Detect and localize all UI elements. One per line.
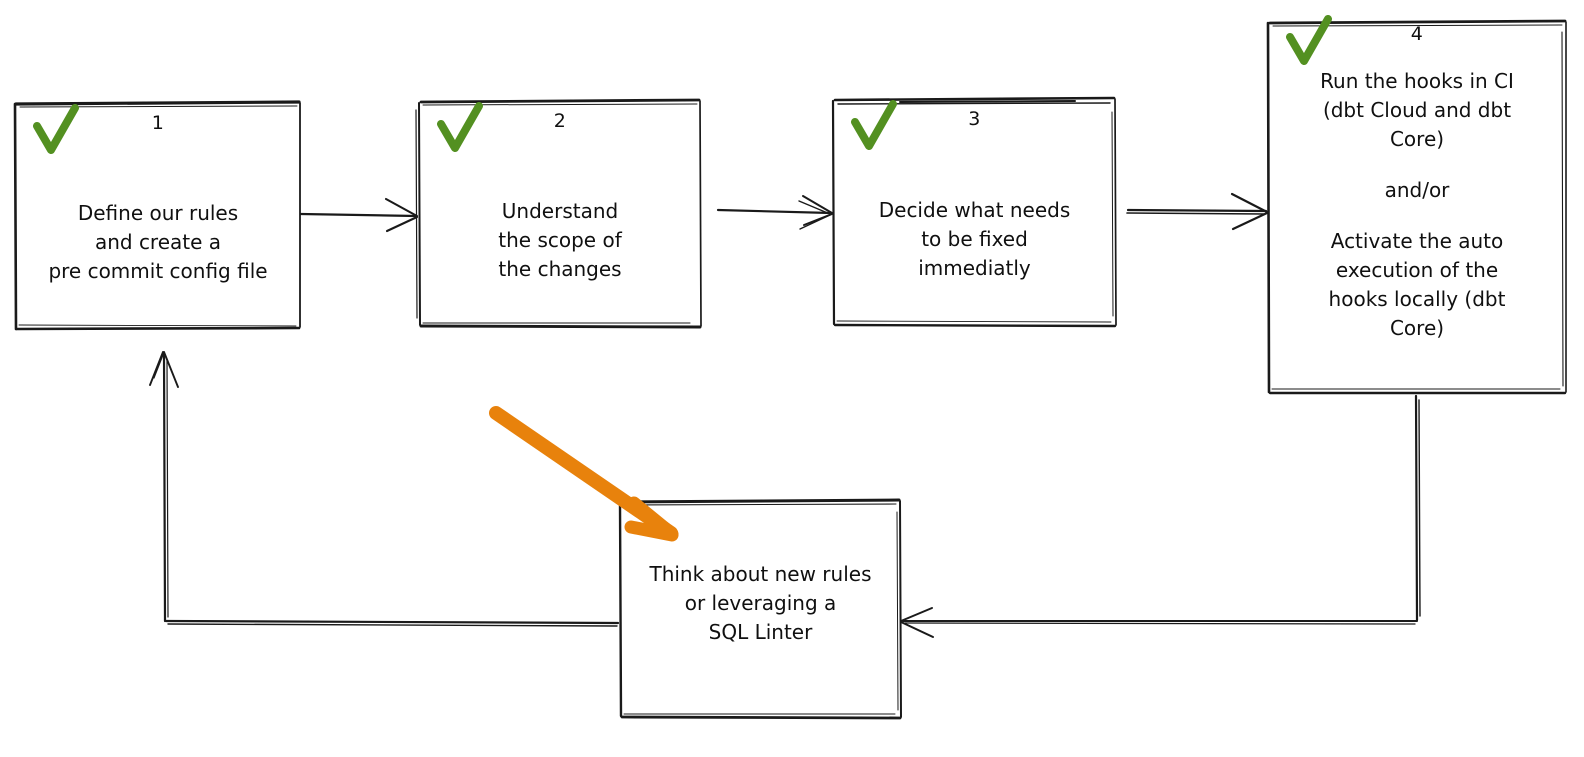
- node-1-header: 1: [15, 102, 301, 162]
- node-3-header: 3: [833, 98, 1116, 158]
- flow-node-1[interactable]: 1 Define our rules and create a pre comm…: [15, 102, 301, 329]
- node-1-index: 1: [151, 112, 165, 134]
- green-check-icon: [851, 100, 897, 150]
- node-5-line-3: SQL Linter: [708, 620, 813, 644]
- node-1-line-1: Define our rules: [77, 201, 239, 225]
- node-5-header: [620, 500, 901, 510]
- node-2-index: 2: [553, 110, 567, 132]
- node-4-connector-label: and/or: [1384, 178, 1450, 202]
- node-4-line-b3: hooks locally (dbt: [1328, 287, 1506, 311]
- edge-3-4: [1126, 192, 1269, 231]
- flow-node-3[interactable]: 3 Decide what needs to be fixed immediat…: [833, 98, 1116, 326]
- edge-4-5: [900, 394, 1421, 638]
- node-1-line-2: and create a: [94, 230, 222, 254]
- edge-2-3: [716, 195, 833, 230]
- node-4-index: 4: [1410, 23, 1424, 45]
- node-2-line-1: Understand: [501, 199, 619, 223]
- node-5-line-2: or leveraging a: [684, 591, 837, 615]
- node-4-body: Run the hooks in CI (dbt Cloud and dbt C…: [1268, 67, 1566, 394]
- flow-node-2[interactable]: 2 Understand the scope of the changes: [419, 100, 701, 327]
- node-4-line-b4: Core): [1389, 316, 1445, 340]
- node-3-index: 3: [968, 108, 981, 130]
- node-3-line-2: to be fixed: [921, 226, 1028, 251]
- node-4-line-a3: Core): [1389, 127, 1445, 151]
- node-3-line-1: Decide what needs: [878, 197, 1071, 222]
- node-2-line-3: the changes: [498, 257, 622, 281]
- node-2-header: 2: [419, 100, 701, 160]
- green-check-icon: [33, 104, 79, 154]
- node-4-line-b2: execution of the: [1335, 258, 1499, 282]
- node-2-line-2: the scope of: [498, 228, 622, 252]
- node-4-header: 4: [1268, 15, 1566, 67]
- node-4-line-a2: (dbt Cloud and dbt: [1322, 98, 1512, 122]
- node-4-line-a1: Run the hooks in CI: [1320, 69, 1514, 93]
- node-1-body: Define our rules and create a pre commit…: [15, 162, 301, 329]
- node-3-line-3: immediatly: [918, 255, 1031, 280]
- node-4-line-b1: Activate the auto: [1330, 229, 1504, 253]
- green-check-icon: [437, 102, 483, 152]
- edge-1-2: [299, 197, 419, 233]
- node-3-body: Decide what needs to be fixed immediatly: [833, 158, 1116, 326]
- node-5-line-1: Think about new rules: [649, 562, 872, 586]
- node-2-body: Understand the scope of the changes: [419, 160, 701, 327]
- node-1-line-3: pre commit config file: [48, 259, 268, 283]
- flow-node-5[interactable]: Think about new rules or leveraging a SQ…: [620, 500, 901, 719]
- flow-node-4[interactable]: 4 Run the hooks in CI (dbt Cloud and dbt…: [1268, 15, 1566, 394]
- node-5-body: Think about new rules or leveraging a SQ…: [620, 510, 901, 719]
- edge-5-1: [149, 351, 620, 627]
- green-check-icon: [1286, 15, 1332, 65]
